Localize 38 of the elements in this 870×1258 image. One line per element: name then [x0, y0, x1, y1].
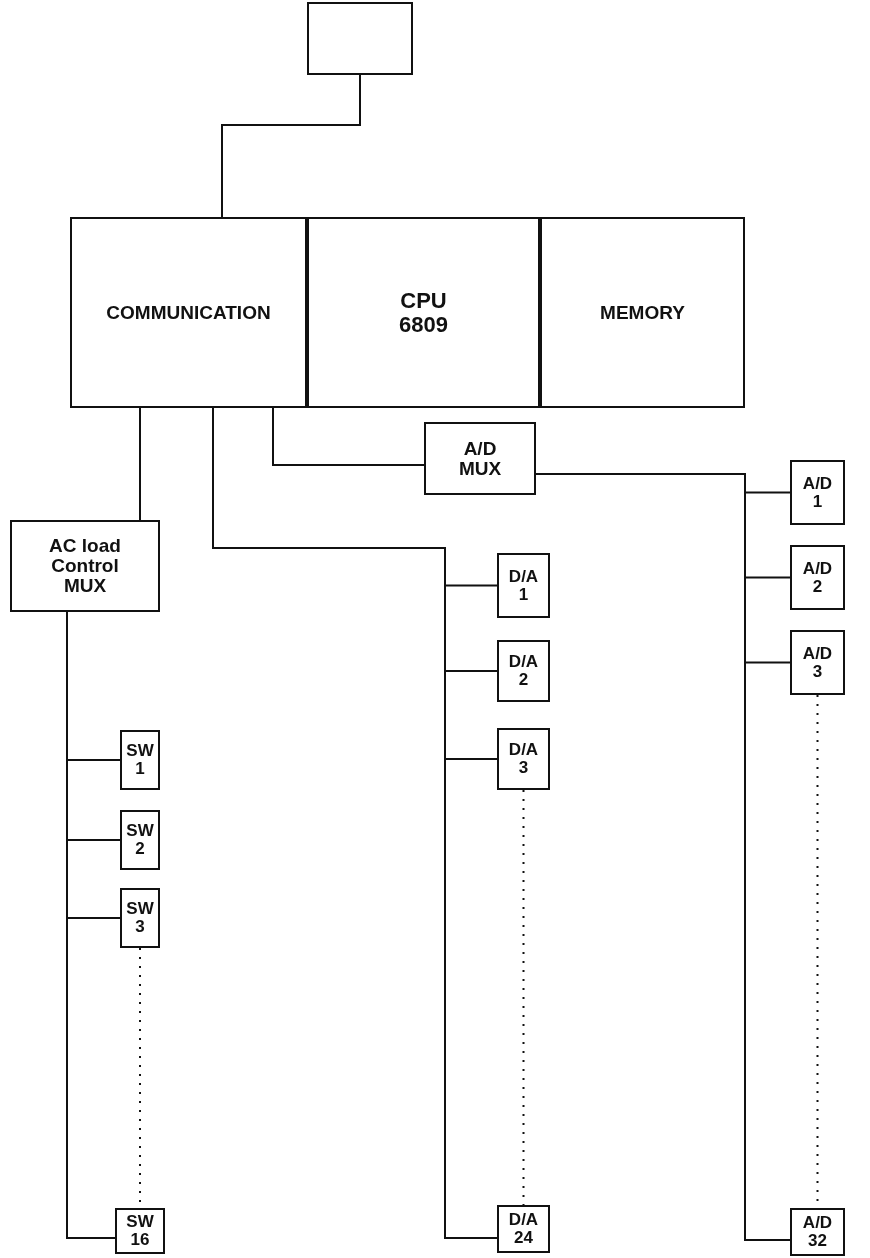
node-label: MEMORY: [599, 302, 686, 323]
node-label: CPU 6809: [398, 289, 449, 336]
node-label: COMMUNICATION: [105, 302, 272, 323]
block-box: [540, 217, 745, 408]
node-label: SW 3: [126, 900, 154, 936]
block-box: [790, 545, 845, 610]
node-label: A/D 2: [802, 559, 833, 596]
node-label: AC load Control MUX: [48, 536, 122, 596]
block-box: [790, 1208, 845, 1256]
node-label: D/A 24: [508, 1211, 539, 1247]
block-box: [120, 730, 160, 790]
block-box: [120, 810, 160, 870]
node-label: D/A 3: [508, 741, 539, 777]
node-label: A/D 3: [802, 644, 833, 681]
block-box: [790, 460, 845, 525]
block-box: [497, 1205, 550, 1253]
block-box: [10, 520, 160, 612]
connector-line: [221, 74, 361, 218]
connector-line: [139, 407, 141, 521]
node-label: A/D 32: [802, 1214, 833, 1250]
block-box: [497, 728, 550, 790]
block-box: [70, 217, 307, 408]
empty-box: [307, 2, 413, 75]
connector-line: [272, 407, 425, 466]
node-label: SW 1: [126, 742, 154, 778]
node-label: A/D 1: [802, 474, 833, 511]
block-box: [120, 888, 160, 948]
node-label: D/A 2: [508, 653, 539, 689]
block-box: [497, 553, 550, 618]
block-box: [497, 640, 550, 702]
node-label: SW 16: [125, 1213, 155, 1249]
block-box: [790, 630, 845, 695]
node-label: SW 2: [126, 822, 154, 858]
node-label: D/A 1: [508, 567, 539, 604]
block-box: [115, 1208, 165, 1254]
block-box: [424, 422, 536, 495]
block-box: [307, 217, 540, 408]
node-label: A/D MUX: [457, 438, 503, 479]
